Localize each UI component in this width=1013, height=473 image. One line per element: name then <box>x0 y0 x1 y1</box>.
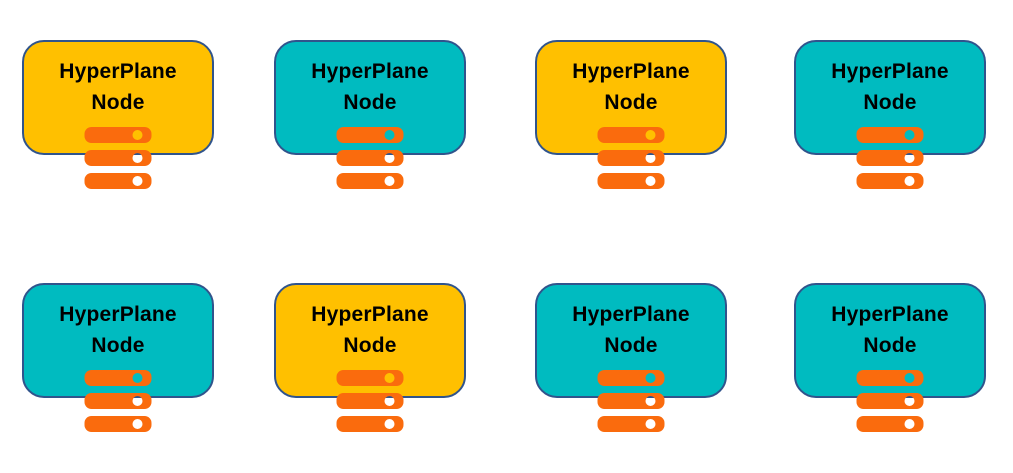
hyperplane-node: HyperPlane Node <box>274 40 466 189</box>
node-label: HyperPlane Node <box>59 303 177 357</box>
node-label: HyperPlane Node <box>59 60 177 114</box>
node-label: HyperPlane Node <box>572 60 690 114</box>
hyperplane-node: HyperPlane Node <box>794 40 986 189</box>
server-stack-icon <box>336 369 404 432</box>
hyperplane-node: HyperPlane Node <box>535 283 727 432</box>
server-stack-icon <box>856 369 924 432</box>
node-label: HyperPlane Node <box>831 60 949 114</box>
server-stack-icon <box>336 126 404 189</box>
server-stack-icon <box>597 369 665 432</box>
hyperplane-node: HyperPlane Node <box>274 283 466 432</box>
server-stack-icon <box>84 126 152 189</box>
hyperplane-node: HyperPlane Node <box>22 283 214 432</box>
server-stack-icon <box>84 369 152 432</box>
hyperplane-node: HyperPlane Node <box>22 40 214 189</box>
node-label: HyperPlane Node <box>311 303 429 357</box>
node-label: HyperPlane Node <box>831 303 949 357</box>
server-stack-icon <box>856 126 924 189</box>
hyperplane-node: HyperPlane Node <box>794 283 986 432</box>
node-label: HyperPlane Node <box>572 303 690 357</box>
hyperplane-node: HyperPlane Node <box>535 40 727 189</box>
node-label: HyperPlane Node <box>311 60 429 114</box>
server-stack-icon <box>597 126 665 189</box>
